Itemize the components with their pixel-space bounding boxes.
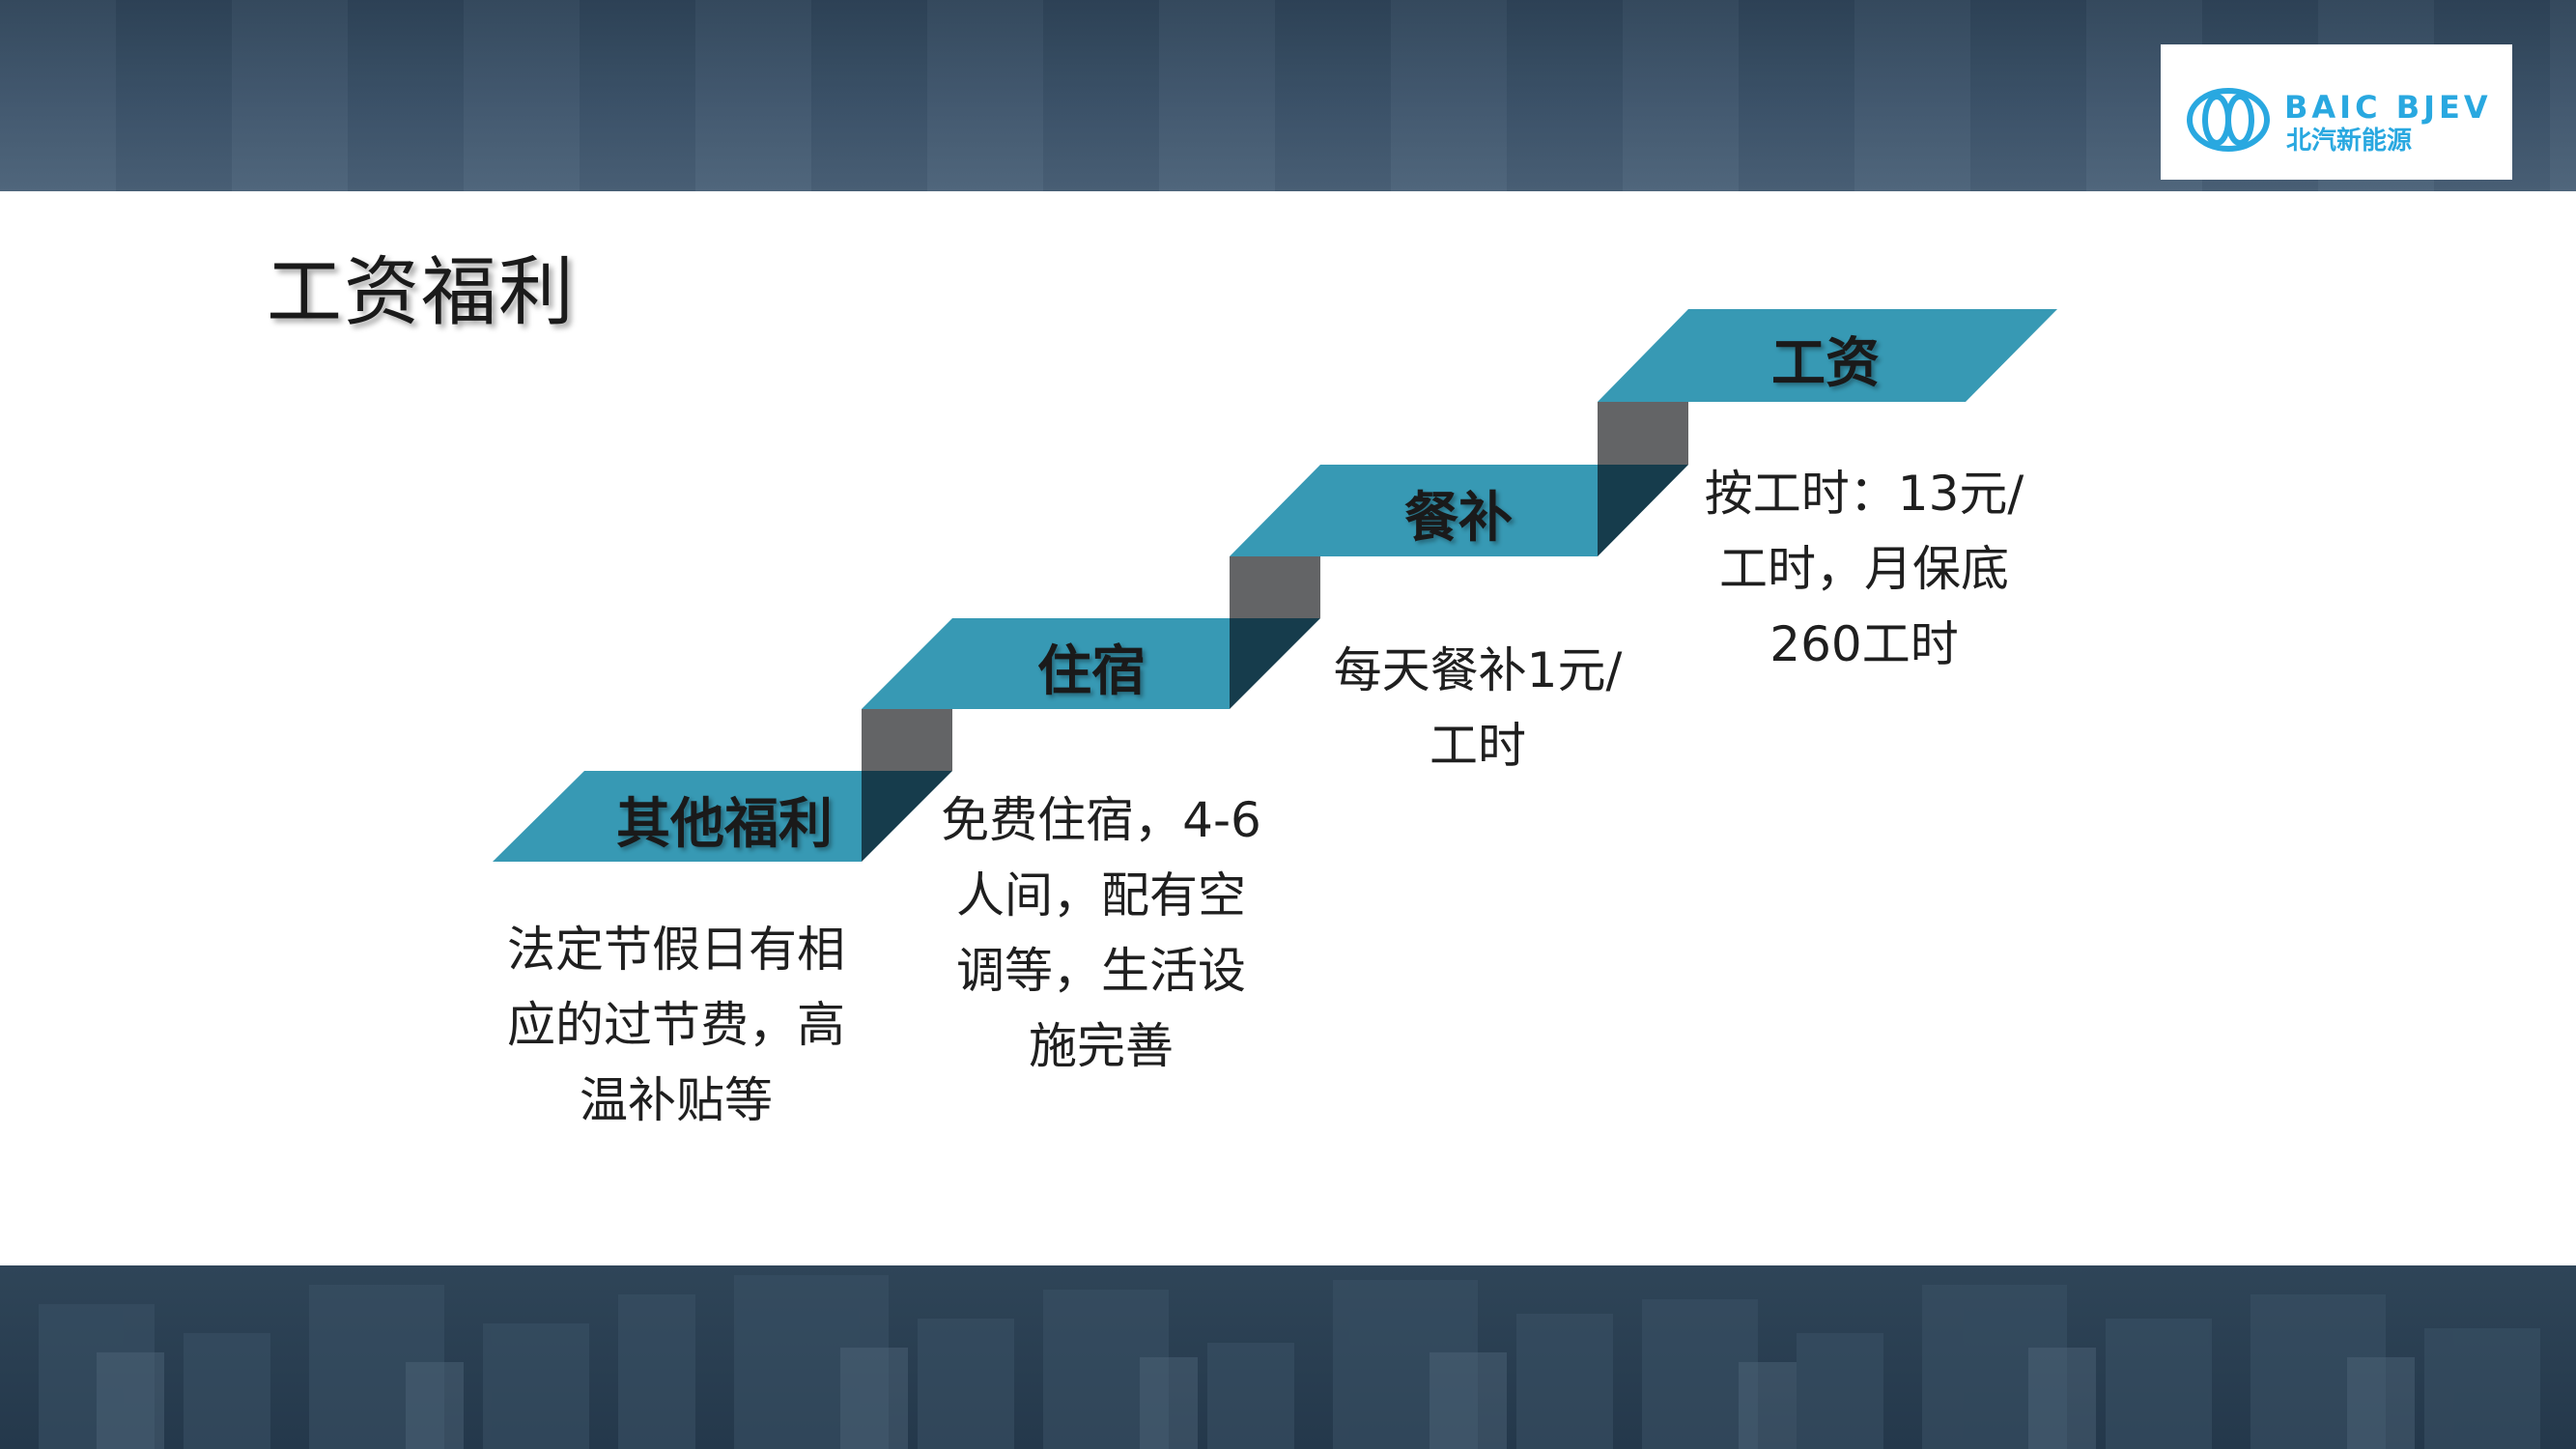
- top-banner: BAIC BJEV 北汽新能源: [0, 0, 2576, 191]
- bottom-banner: [0, 1265, 2576, 1449]
- step-4-top: [1598, 309, 2057, 402]
- city-skyline: [39, 1275, 2540, 1449]
- step-3-desc-line: 每天餐补1元/: [1333, 642, 1623, 698]
- step-4-desc-line: 工时，月保底: [1719, 541, 2009, 597]
- step-2-desc-line: 人间，配有空: [956, 867, 1246, 923]
- step-3-top: [1230, 465, 1598, 556]
- step-4-label: 工资: [1771, 332, 1880, 395]
- step-2-desc-line: 施完善: [1029, 1018, 1174, 1074]
- step-1-desc-line: 温补贴等: [580, 1072, 773, 1128]
- step-1-description: 法定节假日有相 应的过节费，高 温补贴等: [483, 912, 869, 1138]
- step-3-desc-line: 工时: [1430, 718, 1526, 774]
- step-2-desc-line: 调等，生活设: [956, 943, 1246, 999]
- step-3-shadow: [1598, 465, 1688, 556]
- step-1-riser: [862, 709, 952, 771]
- page-title: 工资福利: [267, 249, 577, 336]
- top-banner-texture: [0, 0, 2576, 191]
- step-1-desc-line: 应的过节费，高: [507, 997, 845, 1053]
- step-4-desc-line: 按工时：13元/: [1704, 466, 2024, 522]
- step-2-riser: [1230, 556, 1320, 618]
- step-2-shadow: [1230, 618, 1320, 709]
- logo-mark: [2187, 88, 2270, 152]
- company-logo: BAIC BJEV 北汽新能源: [2161, 44, 2512, 180]
- logo-text-cn: 北汽新能源: [2286, 126, 2412, 156]
- step-3-description: 每天餐补1元/ 工时: [1314, 633, 1642, 783]
- step-4-description: 按工时：13元/ 工时，月保底 260工时: [1690, 456, 2038, 682]
- step-2-top: [862, 618, 1230, 709]
- step-1-desc-line: 法定节假日有相: [507, 922, 845, 978]
- step-2-description: 免费住宿，4-6 人间，配有空 调等，生活设 施完善: [927, 782, 1275, 1084]
- step-2-label: 住宿: [1037, 640, 1146, 703]
- step-4-desc-line: 260工时: [1769, 616, 1959, 672]
- step-1-label: 其他福利: [616, 793, 833, 856]
- step-1-shadow: [862, 771, 952, 862]
- step-3-label: 餐补: [1404, 487, 1513, 550]
- logo-text-en: BAIC BJEV: [2284, 89, 2492, 126]
- step-1-top: [493, 771, 862, 862]
- step-2-desc-line: 免费住宿，4-6: [941, 792, 1261, 848]
- step-3-riser: [1598, 402, 1688, 465]
